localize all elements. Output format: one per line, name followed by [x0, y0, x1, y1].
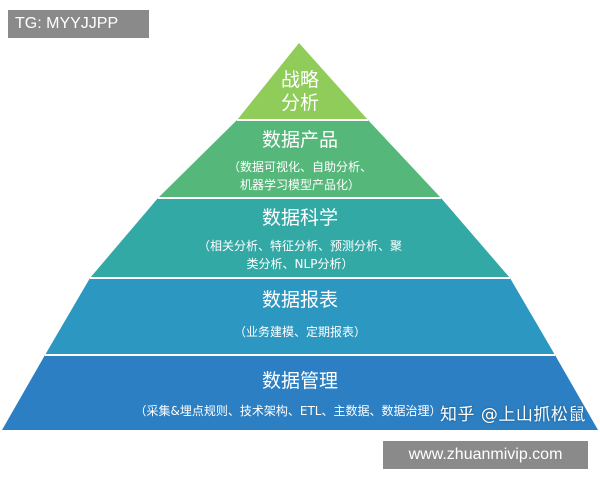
pyramid-layer-data-science — [90, 198, 510, 278]
data-management-title: 数据管理 — [262, 370, 338, 392]
data-science-subtitle-line1: （相关分析、特征分析、预测分析、聚 — [198, 238, 402, 253]
tg-watermark: TG: MYYJJPP — [8, 10, 149, 38]
data-science-subtitle-line2: 类分析、NLP分析） — [247, 257, 354, 271]
site-watermark: www.zhuanmivip.com — [383, 441, 588, 469]
data-reports-subtitle: （业务建模、定期报表） — [234, 324, 366, 339]
pyramid-layer-data-management — [2, 355, 598, 430]
strategy-title-line1: 战略 — [281, 69, 319, 91]
data-products-subtitle-line2: 机器学习模型产品化） — [240, 177, 360, 192]
data-reports-title: 数据报表 — [262, 289, 338, 311]
data-science-title: 数据科学 — [262, 207, 338, 229]
data-products-title: 数据产品 — [262, 129, 338, 151]
data-products-subtitle-line1: （数据可视化、自助分析、 — [228, 159, 372, 174]
pyramid-layer-strategy — [237, 43, 368, 120]
zhihu-watermark: 知乎 @上山抓松鼠 — [440, 405, 586, 425]
pyramid-layer-data-reports — [45, 278, 555, 355]
pyramid-layer-data-products — [158, 120, 441, 198]
data-management-subtitle: （采集&埋点规则、技术架构、ETL、主数据、数据治理） — [135, 403, 442, 418]
strategy-title-line2: 分析 — [281, 92, 319, 114]
